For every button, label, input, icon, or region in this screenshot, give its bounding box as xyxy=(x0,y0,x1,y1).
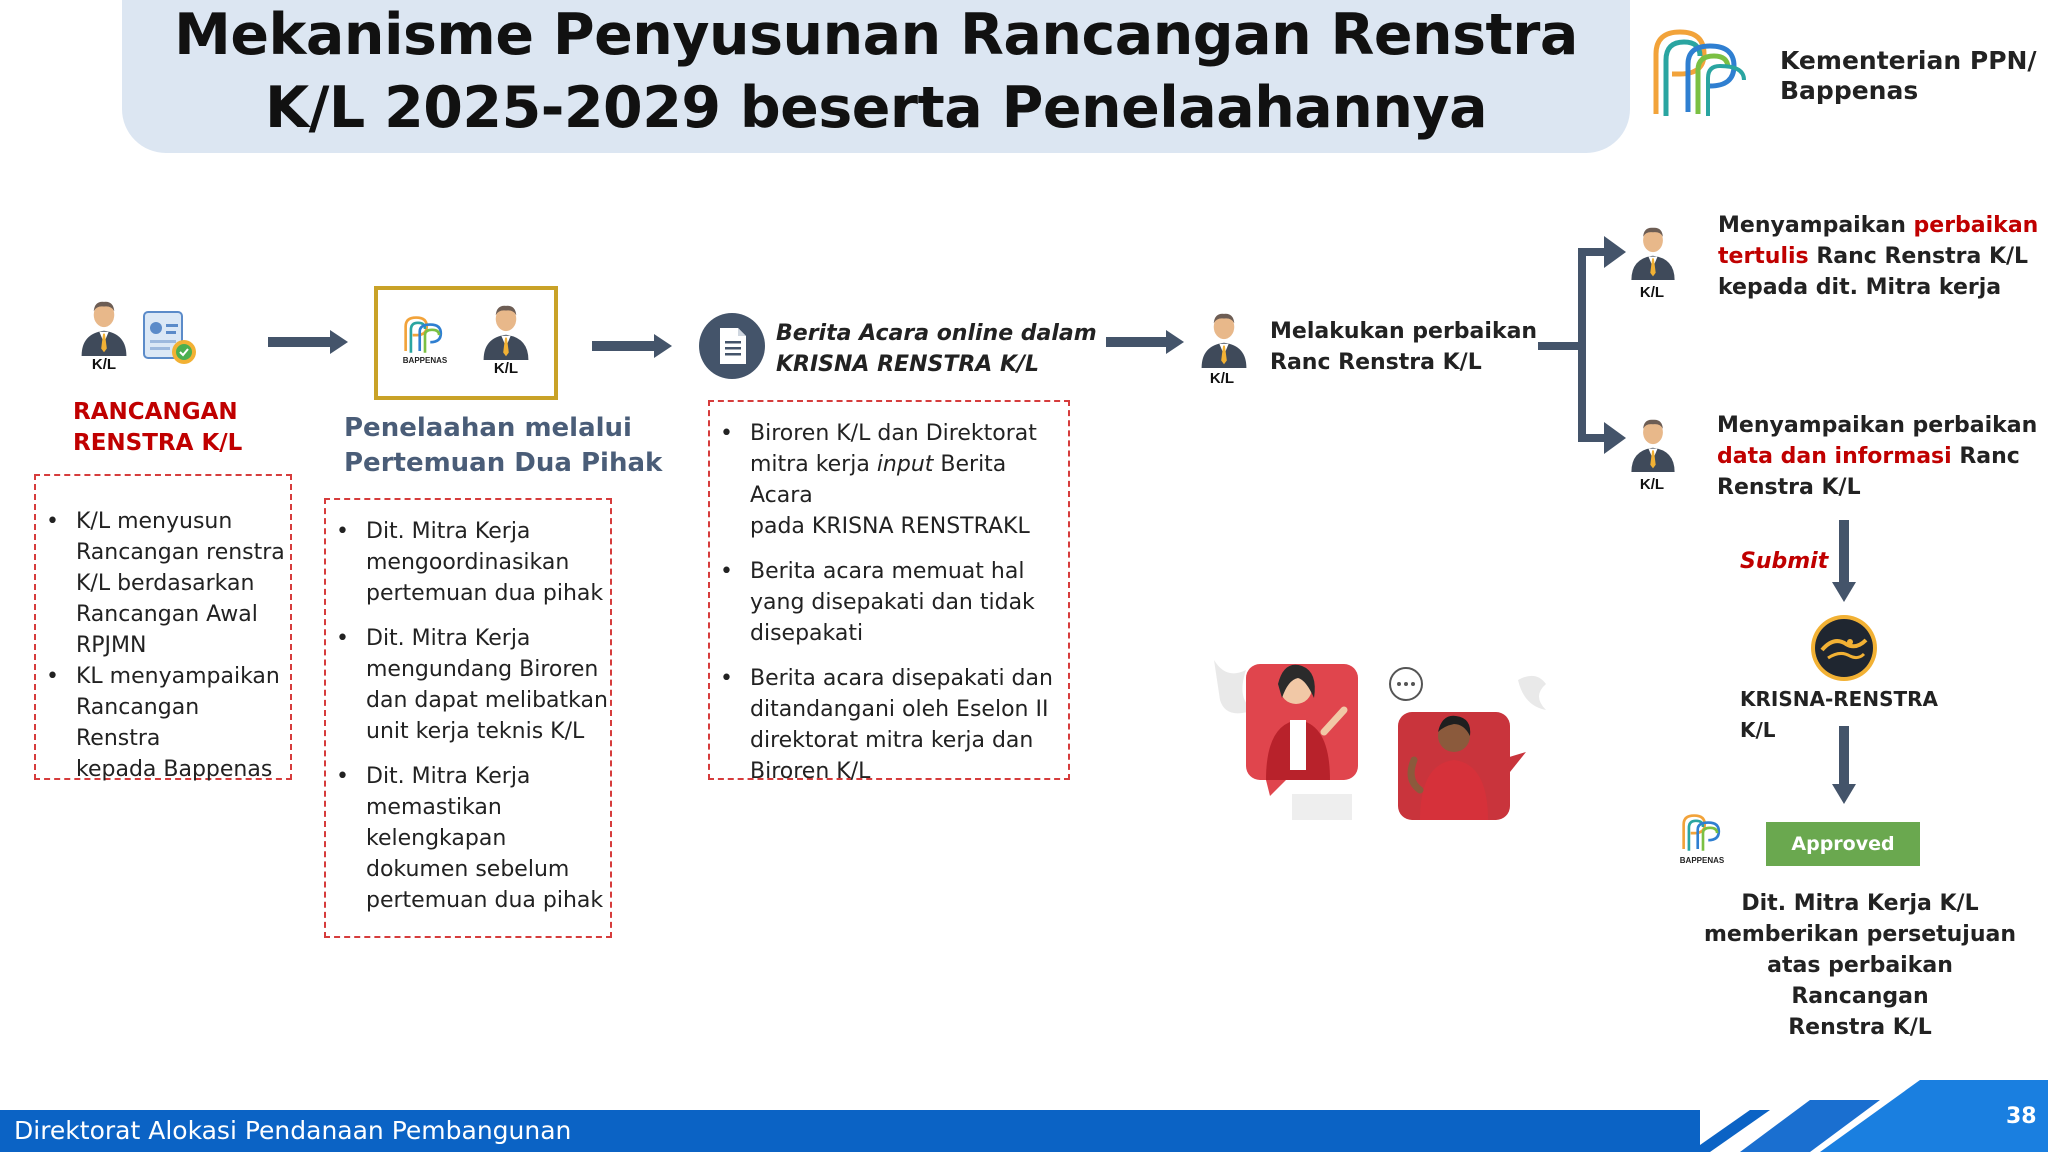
footer-text: Direktorat Alokasi Pendanaan Pembangunan xyxy=(14,1116,571,1145)
approved-badge: Approved xyxy=(1766,822,1920,866)
bappenas-small-label: BAPPENAS xyxy=(1672,856,1732,865)
step3-heading-line2: KRISNA RENSTRA K/L xyxy=(776,349,1097,380)
bappenas-small-logo-icon xyxy=(398,314,452,358)
id-card-check-icon xyxy=(140,306,198,366)
step4-text: Melakukan perbaikan Ranc Renstra K/L xyxy=(1270,316,1537,378)
people-chatting-illustration xyxy=(1206,640,1556,830)
step2-label: Penelaahan melalui Pertemuan Dua Pihak xyxy=(344,411,662,481)
list-item: Biroren K/L dan Direktorat mitra kerja i… xyxy=(710,418,1068,542)
list-item: Berita acara memuat hal yang disepakati … xyxy=(710,556,1068,649)
step3-bullets: Biroren K/L dan Direktorat mitra kerja i… xyxy=(710,418,1068,787)
arrow-right-icon xyxy=(268,330,350,354)
kl-tag: K/L xyxy=(1627,476,1677,493)
branch-bottom-text: Menyampaikan perbaikan data dan informas… xyxy=(1717,410,2037,503)
submit-label: Submit xyxy=(1740,546,1828,577)
kl-tag: K/L xyxy=(1197,370,1247,387)
document-icon xyxy=(698,312,766,380)
step3-box: Biroren K/L dan Direktorat mitra kerja i… xyxy=(708,400,1070,780)
step2-bullets: Dit. Mitra Kerja mengoordinasikan pertem… xyxy=(326,516,610,916)
person-icon xyxy=(76,300,132,356)
page-title-line2: K/L 2025-2029 beserta Penelaahannya xyxy=(122,75,1630,141)
bappenas-logo-icon xyxy=(1648,24,1752,120)
ministry-name: Kementerian PPN/ Bappenas xyxy=(1780,46,2037,106)
list-item: K/L menyusun Rancangan renstra K/L berda… xyxy=(36,506,290,661)
list-item: Berita acara disepakati dan ditandangani… xyxy=(710,663,1068,787)
krisna-logo-icon xyxy=(1810,614,1878,682)
step2-box: Dit. Mitra Kerja mengoordinasikan pertem… xyxy=(324,498,612,938)
step2-label-line2: Pertemuan Dua Pihak xyxy=(344,446,662,481)
step1-label-line1: RANCANGAN xyxy=(73,397,242,428)
step1-box: K/L menyusun Rancangan renstra K/L berda… xyxy=(34,474,292,780)
kl-tag: K/L xyxy=(1627,284,1677,301)
list-item: Dit. Mitra Kerja mengundang Biroren dan … xyxy=(326,623,610,747)
arrow-right-icon xyxy=(592,334,674,358)
ministry-name-line1: Kementerian PPN/ xyxy=(1780,46,2037,76)
step2-label-line1: Penelaahan melalui xyxy=(344,411,662,446)
bappenas-small-label: BAPPENAS xyxy=(396,356,454,365)
list-item: Dit. Mitra Kerja mengoordinasikan pertem… xyxy=(326,516,610,609)
title-banner: Mekanisme Penyusunan Rancangan Renstra K… xyxy=(122,0,1630,153)
step1-label: RANCANGAN RENSTRA K/L xyxy=(73,397,242,459)
kl-tag: K/L xyxy=(481,360,531,377)
bappenas-small-logo-icon xyxy=(1676,812,1730,856)
step3-heading: Berita Acara online dalam KRISNA RENSTRA… xyxy=(776,318,1097,380)
arrow-down-icon xyxy=(1832,520,1856,604)
branch-top-text: Menyampaikan perbaikan tertulis Ranc Ren… xyxy=(1718,210,2038,303)
arrow-down-icon xyxy=(1832,726,1856,806)
step1-bullets: K/L menyusun Rancangan renstra K/L berda… xyxy=(36,506,290,785)
ministry-name-line2: Bappenas xyxy=(1780,76,2037,106)
list-item: KL menyampaikan Rancangan Renstra kepada… xyxy=(36,661,290,785)
person-icon xyxy=(478,304,534,360)
list-item: Dit. Mitra Kerja memastikan kelengkapan … xyxy=(326,761,610,916)
kl-tag: K/L xyxy=(79,356,129,373)
final-text: Dit. Mitra Kerja K/L memberikan persetuj… xyxy=(1700,888,2020,1043)
branch-connector xyxy=(1538,230,1630,460)
person-icon xyxy=(1196,312,1252,368)
page-number: 38 xyxy=(2006,1104,2037,1129)
person-icon xyxy=(1626,226,1680,280)
step3-heading-line1: Berita Acara online dalam xyxy=(776,318,1097,349)
step1-label-line2: RENSTRA K/L xyxy=(73,428,242,459)
page-title-line1: Mekanisme Penyusunan Rancangan Renstra xyxy=(122,2,1630,68)
arrow-right-icon xyxy=(1106,330,1186,354)
person-icon xyxy=(1626,418,1680,472)
footer-decoration xyxy=(1690,1080,2048,1152)
